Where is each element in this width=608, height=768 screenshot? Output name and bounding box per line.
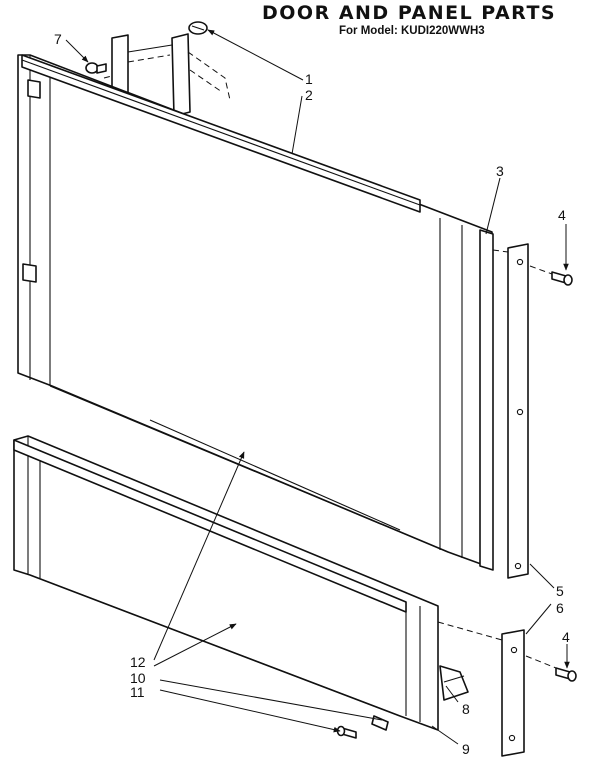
callout-5: 5 bbox=[556, 583, 564, 599]
callout-4-lower: 4 bbox=[562, 629, 570, 645]
callout-4-upper: 4 bbox=[558, 207, 566, 223]
callout-7: 7 bbox=[54, 31, 62, 47]
side-panel-upper bbox=[507, 243, 529, 579]
door-panel-upper bbox=[17, 54, 493, 569]
kick-panel-lower bbox=[13, 435, 439, 731]
callout-12: 12 bbox=[130, 654, 146, 670]
screw-lower-icon bbox=[555, 667, 577, 682]
fastener-10-icon bbox=[371, 715, 389, 731]
callout-6: 6 bbox=[556, 600, 564, 616]
callout-11: 11 bbox=[130, 684, 145, 700]
callout-2: 2 bbox=[305, 87, 313, 103]
top-trim-strip bbox=[21, 54, 421, 213]
side-panel-lower bbox=[501, 629, 525, 757]
model-subtitle: For Model: KUDI220WWH3 bbox=[339, 25, 485, 37]
leader-lines bbox=[65, 29, 570, 745]
hinge-pin-icon bbox=[85, 62, 107, 74]
callout-10: 10 bbox=[130, 670, 146, 686]
hinge-screw-icon bbox=[188, 21, 208, 35]
callout-labels: 1 2 3 4 4 5 6 7 8 9 10 11 12 bbox=[54, 31, 570, 757]
fastener-11-icon bbox=[336, 725, 357, 739]
callout-9: 9 bbox=[462, 741, 470, 757]
callout-3: 3 bbox=[496, 163, 504, 179]
callout-8: 8 bbox=[462, 701, 470, 717]
lower-bracket bbox=[439, 665, 469, 701]
side-trim-strip bbox=[479, 229, 494, 571]
screw-upper-icon bbox=[551, 271, 573, 286]
page-title: DOOR AND PANEL PARTS bbox=[262, 2, 557, 24]
callout-1: 1 bbox=[305, 71, 313, 87]
